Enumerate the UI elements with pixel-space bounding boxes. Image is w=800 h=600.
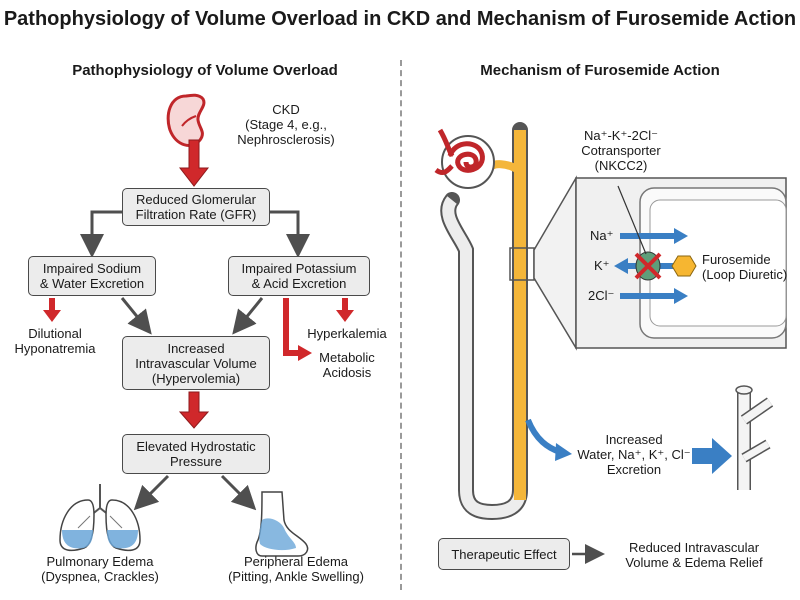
therapeutic-effect-box: Therapeutic Effect bbox=[438, 538, 570, 570]
cotransporter-label: Na⁺-K⁺-2Cl⁻ Cotransporter (NKCC2) bbox=[581, 128, 661, 173]
ckd-label: CKD (Stage 4, e.g., Nephrosclerosis) bbox=[237, 102, 335, 147]
acidosis-label: Metabolic Acidosis bbox=[319, 350, 375, 380]
right-panel-title: Mechanism of Furosemide Action bbox=[480, 62, 720, 79]
volume-box: Increased Intravascular Volume (Hypervol… bbox=[122, 336, 270, 390]
arrow-gfr-to-potassium bbox=[270, 210, 310, 258]
sodium-box: Impaired Sodium & Water Excretion bbox=[28, 256, 156, 296]
furosemide-label: Furosemide (Loop Diuretic) bbox=[702, 252, 788, 282]
effect-result-label: Reduced Intravascular Volume & Edema Rel… bbox=[625, 540, 763, 570]
excretion-arrow bbox=[525, 418, 562, 455]
ion-cl-label: 2Cl⁻ bbox=[588, 288, 615, 303]
lungs-icon bbox=[59, 484, 141, 552]
main-title: Pathophysiology of Volume Overload in CK… bbox=[3, 8, 797, 30]
block-x-icon bbox=[634, 252, 662, 280]
left-panel-title: Pathophysiology of Volume Overload bbox=[72, 62, 338, 79]
arrow-pressure-to-foot bbox=[220, 474, 257, 511]
red-arrow-volume-pressure bbox=[178, 391, 210, 429]
red-arrow-hyperkalemia bbox=[336, 298, 354, 322]
hyperkalemia-label: Hyperkalemia bbox=[307, 326, 387, 341]
gfr-box: Reduced Glomerular Filtration Rate (GFR) bbox=[122, 188, 270, 226]
blood-vessel-icon bbox=[735, 385, 774, 490]
potassium-box: Impaired Potassium & Acid Excretion bbox=[228, 256, 370, 296]
vessel-arrow bbox=[692, 438, 732, 474]
hyponatremia-label: Dilutional Hyponatremia bbox=[14, 326, 96, 356]
red-arrow-hyponatremia bbox=[43, 298, 61, 322]
nephron-icon bbox=[434, 122, 528, 521]
arrow-pressure-to-lungs bbox=[133, 474, 170, 511]
ion-k-label: K⁺ bbox=[594, 258, 610, 273]
ion-cl-arrow bbox=[620, 288, 688, 304]
panel-divider bbox=[400, 60, 402, 590]
pressure-box: Elevated Hydrostatic Pressure bbox=[122, 434, 270, 474]
arrow-sodium-to-volume bbox=[120, 297, 152, 335]
furosemide-hexagon-icon bbox=[671, 255, 697, 277]
pulmonary-edema-label: Pulmonary Edema (Dyspnea, Crackles) bbox=[41, 554, 159, 584]
foot-icon bbox=[255, 491, 309, 557]
arrow-gfr-to-sodium bbox=[80, 210, 122, 258]
ion-na-label: Na⁺ bbox=[590, 228, 614, 243]
ion-na-arrow bbox=[620, 228, 688, 244]
red-arrow-kidney-gfr bbox=[178, 139, 210, 187]
red-arrow-acidosis bbox=[283, 298, 300, 356]
arrow-potassium-to-volume bbox=[232, 297, 264, 335]
kidney-icon bbox=[166, 93, 206, 147]
peripheral-edema-label: Peripheral Edema (Pitting, Ankle Swellin… bbox=[228, 554, 364, 584]
excretion-label: Increased Water, Na⁺, K⁺, Cl⁻ Excretion bbox=[577, 432, 691, 477]
